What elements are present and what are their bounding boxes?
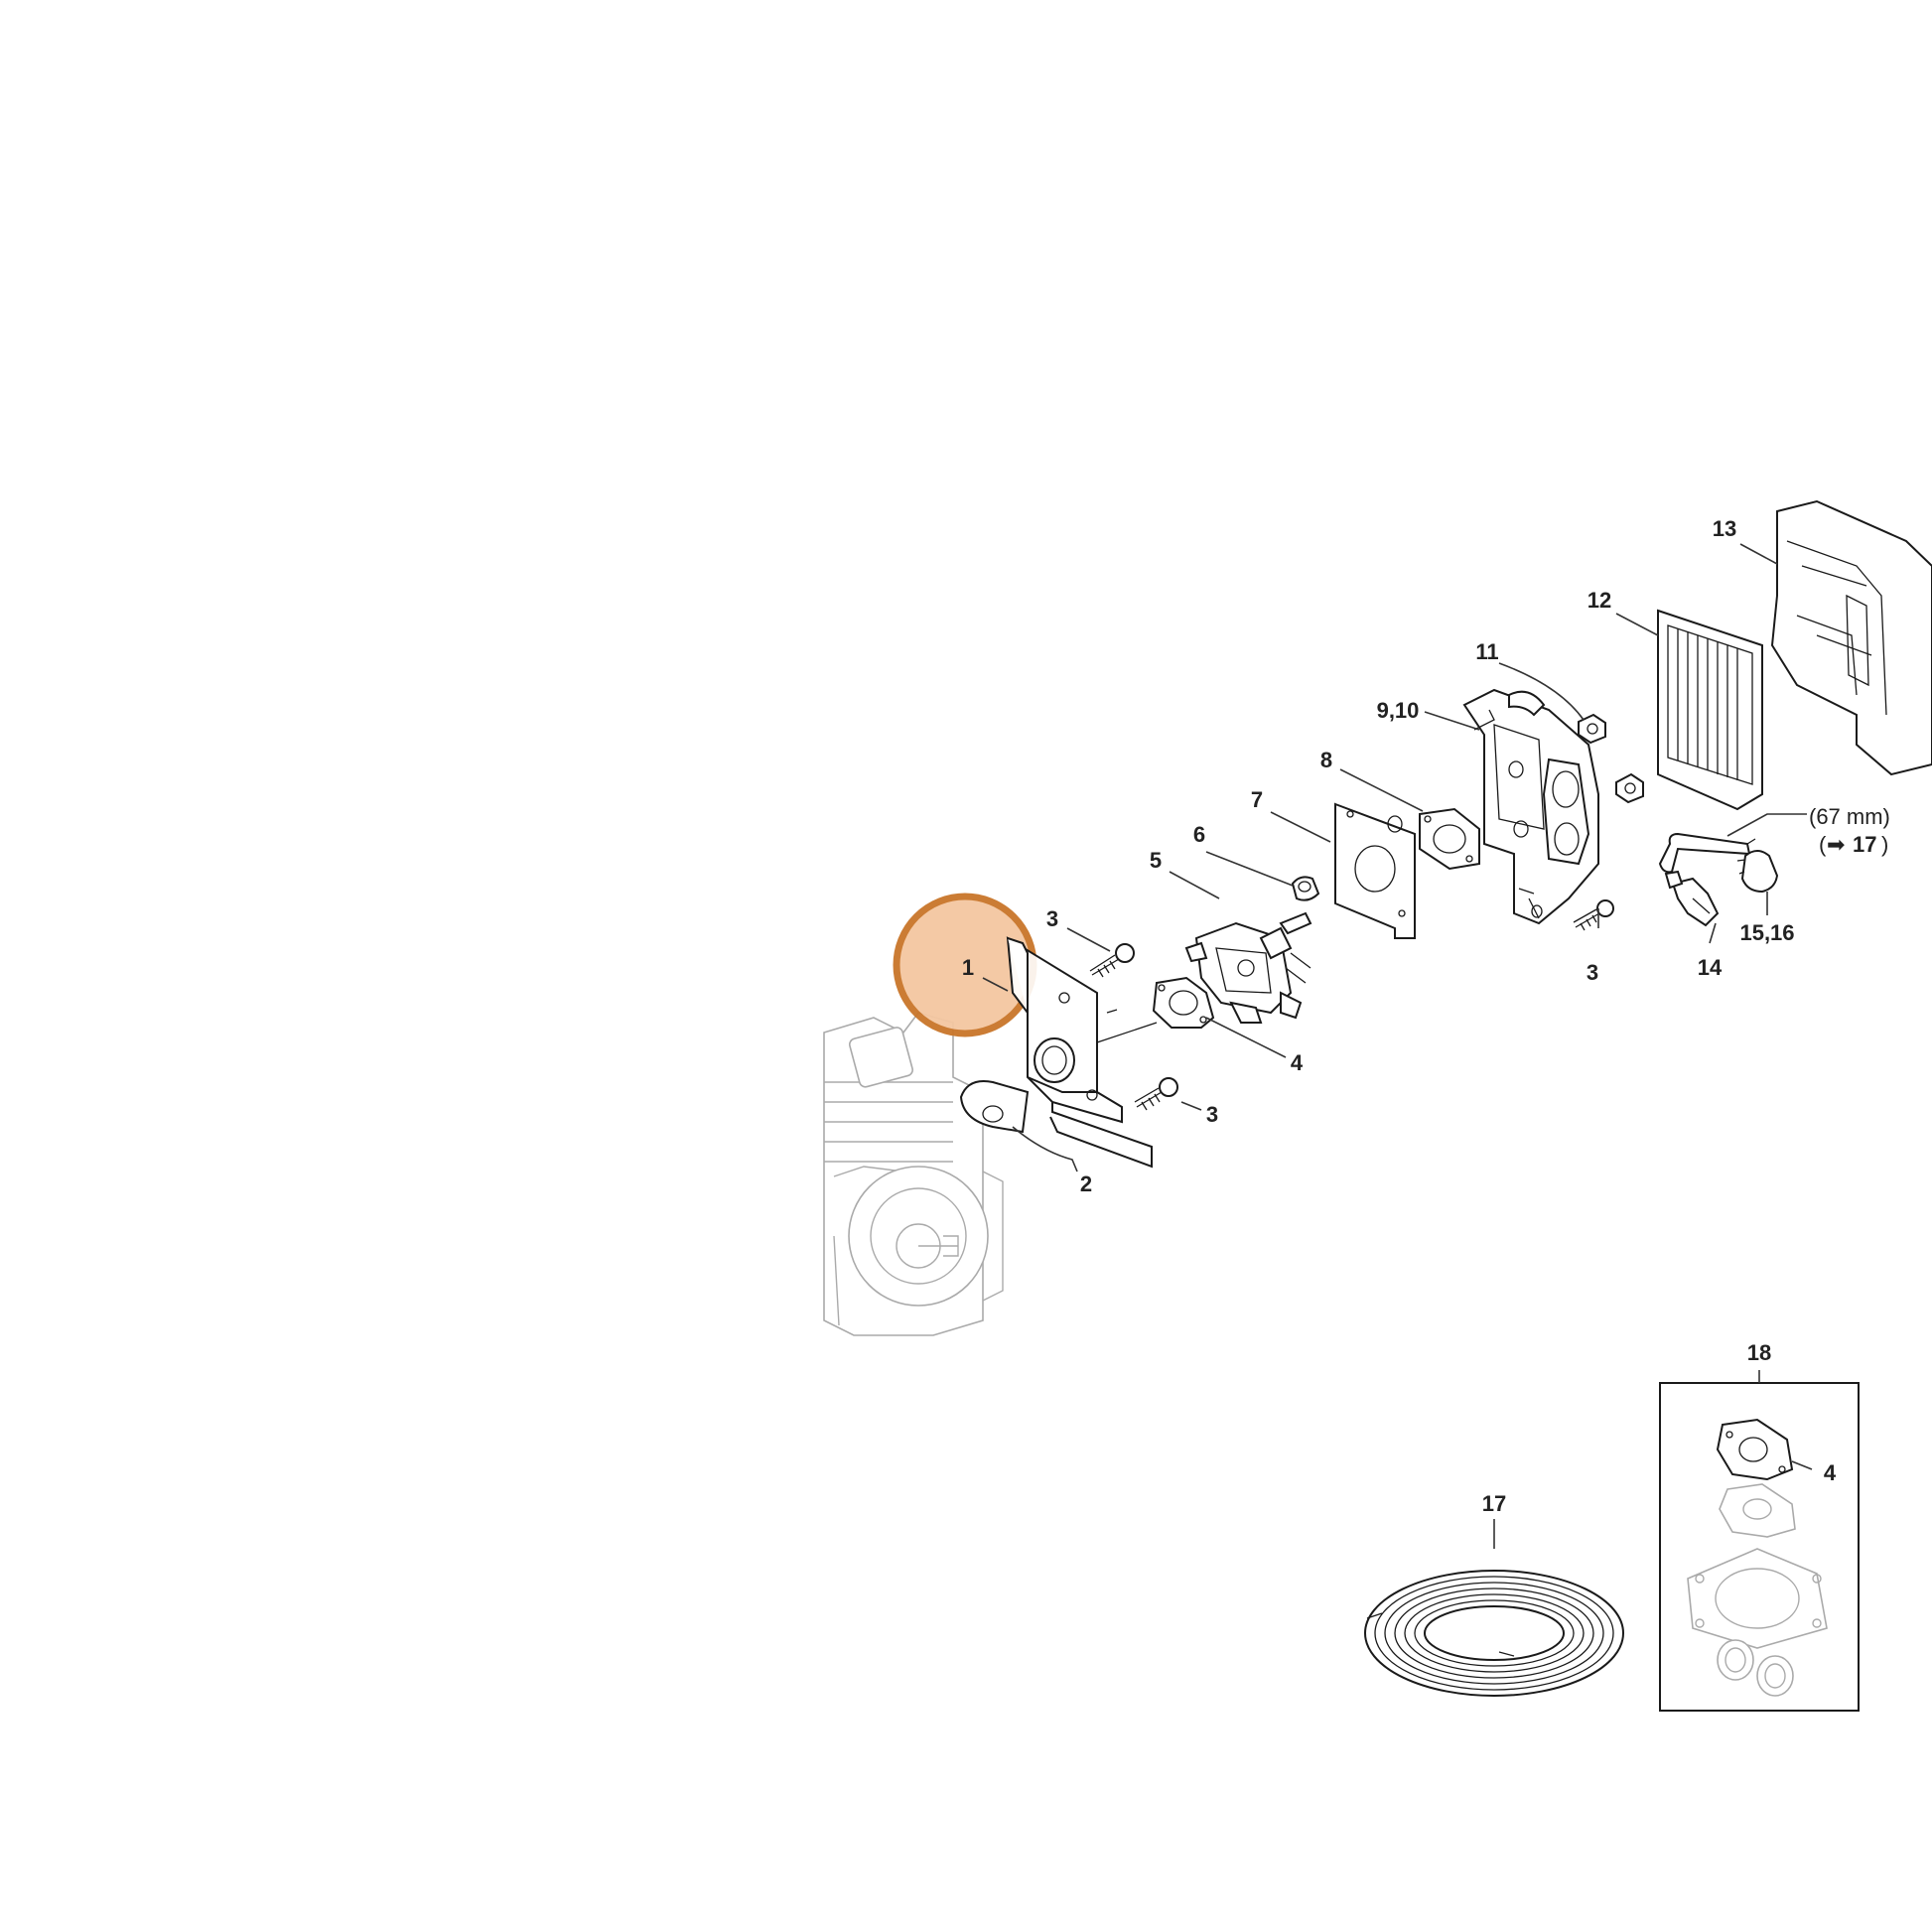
label-part-15-16[interactable]: 15,16 <box>1739 920 1794 945</box>
label-part-3-upper[interactable]: 3 <box>1046 906 1058 931</box>
label-part-6[interactable]: 6 <box>1193 822 1205 847</box>
leader-lines <box>982 543 1813 1549</box>
label-part-12[interactable]: 12 <box>1587 588 1611 613</box>
label-part-13[interactable]: 13 <box>1713 516 1736 541</box>
part-5-carburetor[interactable] <box>1184 911 1312 1024</box>
label-part-3-lower[interactable]: 3 <box>1206 1102 1218 1127</box>
part-4-gasket[interactable] <box>1152 976 1215 1029</box>
label-part-3-right[interactable]: 3 <box>1587 960 1598 985</box>
part-3-screw-right[interactable] <box>1573 899 1614 931</box>
label-part-4-kit[interactable]: 4 <box>1824 1460 1837 1485</box>
hose-ref-open-paren: ( <box>1819 832 1827 857</box>
label-part-8[interactable]: 8 <box>1320 748 1332 772</box>
label-part-5[interactable]: 5 <box>1150 848 1162 873</box>
part-2-intake-sleeve[interactable] <box>959 1080 1030 1134</box>
hose-length-note: (67 mm) ( ➡ 17 ) <box>1809 804 1890 857</box>
part-15-16-primer-bulb[interactable] <box>1736 850 1779 894</box>
part-3-screw-lower[interactable] <box>1134 1077 1178 1111</box>
engine-context-ghost <box>823 1012 1004 1336</box>
part-13-filter-cover[interactable] <box>1770 499 1932 776</box>
part-1-manifold-bracket[interactable] <box>1006 936 1158 1169</box>
label-part-18[interactable]: 18 <box>1747 1340 1771 1365</box>
part-12-filter-element[interactable] <box>1657 609 1763 811</box>
label-part-11[interactable]: 11 <box>1475 639 1498 664</box>
part-11-nut-upper[interactable] <box>1578 713 1606 745</box>
part-17-fuel-line-coil[interactable] <box>1364 1570 1624 1697</box>
part-6-bushing[interactable] <box>1291 876 1320 901</box>
label-part-1[interactable]: 1 <box>962 955 974 980</box>
part-8-gasket[interactable] <box>1419 807 1480 871</box>
part-18-gasket-kit-box[interactable] <box>1659 1382 1860 1712</box>
label-part-9-10[interactable]: 9,10 <box>1377 698 1420 723</box>
part-labels: 1 2 3 3 3 4 5 6 7 8 9,10 11 12 13 14 15,… <box>962 516 1837 1516</box>
part-7-gasket-plate[interactable] <box>1334 802 1416 939</box>
hose-length-text: (67 mm) <box>1809 804 1890 829</box>
label-part-7[interactable]: 7 <box>1251 787 1263 812</box>
part-14-valve[interactable] <box>1664 870 1720 927</box>
label-part-2[interactable]: 2 <box>1080 1172 1092 1196</box>
part-11-nut-lower[interactable] <box>1615 772 1644 804</box>
hose-ref-number[interactable]: 17 <box>1853 832 1876 857</box>
part-3-screw-upper-left[interactable] <box>1089 943 1135 978</box>
part-9-10-filter-base[interactable] <box>1462 688 1599 925</box>
hose-ref-close-paren: ) <box>1881 832 1888 857</box>
hose-ref-arrow-icon: ➡ <box>1827 832 1845 857</box>
part-fuel-hose[interactable] <box>1658 832 1756 874</box>
label-part-4[interactable]: 4 <box>1291 1050 1304 1075</box>
label-part-17[interactable]: 17 <box>1482 1491 1506 1516</box>
label-part-14[interactable]: 14 <box>1698 955 1723 980</box>
